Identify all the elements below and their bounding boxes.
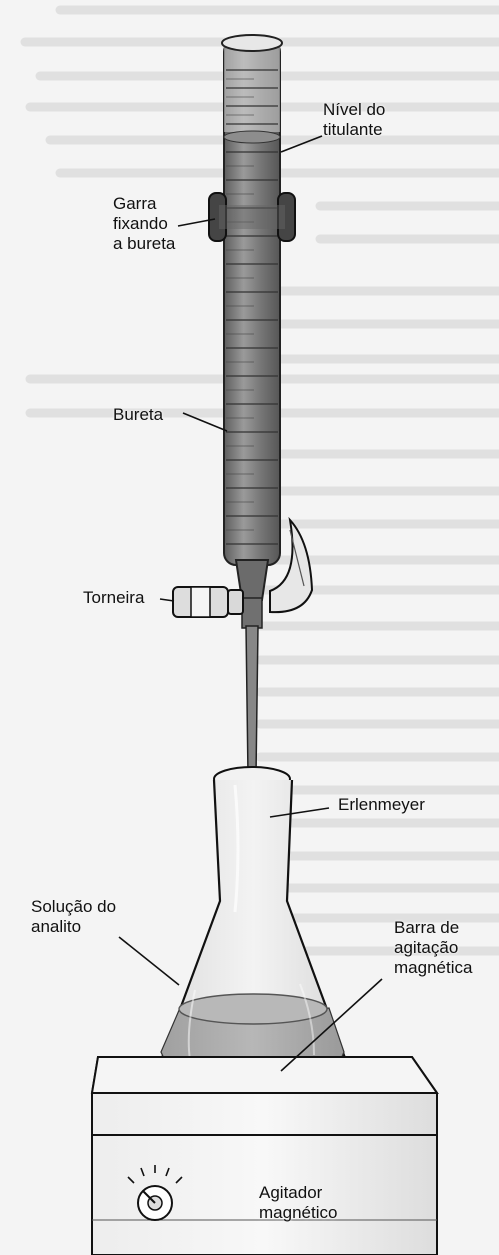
stir-bar-label: Barra de agitação magnética <box>394 918 472 978</box>
burette-clamp-label: Garra fixando a bureta <box>113 194 175 254</box>
analyte-solution-label: Solução do analito <box>31 897 116 937</box>
burette <box>222 35 282 855</box>
titrant-level-label: Nível do titulante <box>323 100 385 140</box>
magnetic-stirrer-label: Agitador magnético <box>259 1183 337 1223</box>
erlenmeyer-label: Erlenmeyer <box>338 795 425 815</box>
erlenmeyer-flask <box>161 767 345 1098</box>
magnetic-stirrer <box>92 1057 437 1255</box>
stopcock-label: Torneira <box>83 588 144 608</box>
burette-label: Bureta <box>113 405 163 425</box>
